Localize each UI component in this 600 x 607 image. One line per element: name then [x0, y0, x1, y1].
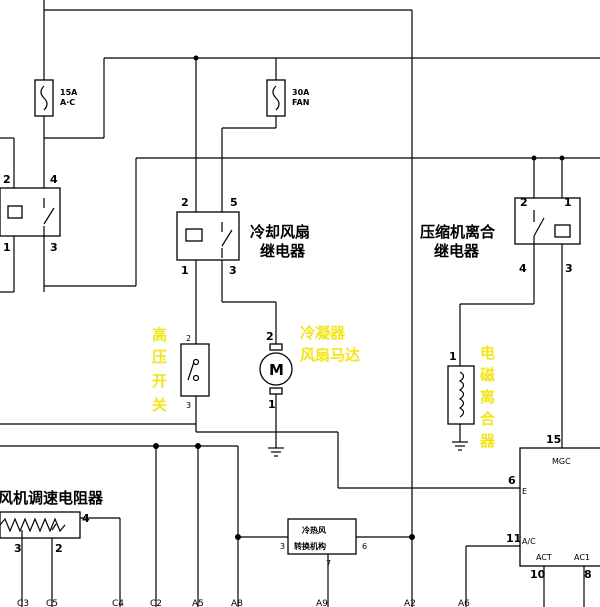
fuse-30a: 30A FAN — [266, 79, 310, 117]
connector-c2: C2 — [150, 599, 162, 607]
connector-c3: C3 — [17, 599, 29, 607]
mgc-controller: MGC 15 6 E 11 A/C ACT AC1 10 8 — [506, 433, 600, 581]
cooling-fan-relay: 2 5 1 3 冷却风扇 继电器 — [176, 196, 310, 277]
resistor-label: 风机调速电阻器 — [0, 489, 104, 507]
connector-a5: A5 — [192, 599, 204, 607]
blower-speed-resistor: 风机调速电阻器 4 3 2 — [0, 489, 104, 555]
connector-c5: C5 — [46, 599, 58, 607]
motor-pin-2: 2 — [266, 330, 274, 343]
controller-pin-e: E — [522, 487, 527, 496]
left-relay-pin-1: 1 — [3, 241, 11, 254]
resistor-pin-3: 3 — [14, 542, 22, 555]
motor-symbol: M — [269, 361, 284, 379]
cooling-relay-pin-3: 3 — [229, 264, 237, 277]
cooling-relay-label-2: 继电器 — [260, 242, 306, 260]
actuator-pin-7: 7 — [326, 559, 331, 568]
fuse-15a: 15A A·C — [34, 79, 78, 117]
left-relay-pin-3: 3 — [50, 241, 58, 254]
fuse-15a-rating: 15A — [60, 88, 78, 97]
fuse-15a-name: A·C — [60, 98, 75, 107]
resistor-pin-2: 2 — [55, 542, 63, 555]
cooling-relay-pin-5: 5 — [230, 196, 238, 209]
controller-pin-10: 10 — [530, 568, 546, 581]
junction-dots — [153, 55, 565, 540]
magnetic-clutch: 1 电 磁 离 合 器 — [447, 344, 496, 450]
pressure-switch-label-2: 压 — [152, 348, 167, 366]
connector-a9: A9 — [316, 599, 328, 607]
controller-pin-8: 8 — [584, 568, 592, 581]
controller-act: ACT — [536, 553, 552, 562]
controller-pin-11: 11 — [506, 532, 521, 545]
connector-c4: C4 — [112, 599, 124, 607]
cooling-relay-label-1: 冷却风扇 — [250, 223, 310, 241]
connector-a8: A8 — [231, 599, 243, 607]
fuse-30a-name: FAN — [292, 98, 309, 107]
pressure-switch-pin-3: 3 — [186, 401, 191, 410]
controller-title: MGC — [552, 457, 571, 466]
compressor-clutch-relay: 2 1 4 3 压缩机离合 继电器 — [420, 196, 581, 275]
actuator-pin-3: 3 — [280, 542, 285, 551]
ground-icon — [452, 441, 468, 451]
compressor-relay-pin-1: 1 — [564, 196, 572, 209]
left-relay-pin-2: 2 — [3, 173, 11, 186]
motor-label-1: 冷凝器 — [300, 324, 346, 342]
compressor-relay-label-1: 压缩机离合 — [420, 223, 496, 241]
pressure-switch-pin-2: 2 — [186, 334, 191, 343]
cooling-relay-pin-2: 2 — [181, 196, 189, 209]
fuse-30a-rating: 30A — [292, 88, 310, 97]
bottom-connector-labels: C3 C5 C4 C2 A5 A8 A9 A2 A6 — [17, 599, 470, 607]
controller-pin-6: 6 — [508, 474, 516, 487]
left-relay: 2 4 1 3 — [0, 173, 61, 254]
actuator-label-2: 转换机构 — [294, 541, 326, 551]
connector-a6: A6 — [458, 599, 470, 607]
actuator-label-1: 冷热风 — [302, 525, 326, 535]
connector-a2: A2 — [404, 599, 416, 607]
resistor-pin-4: 4 — [82, 512, 90, 525]
actuator-pin-6: 6 — [362, 542, 367, 551]
motor-label-2: 风扇马达 — [300, 346, 360, 364]
compressor-relay-label-2: 继电器 — [434, 242, 480, 260]
cooling-relay-pin-1: 1 — [181, 264, 189, 277]
condenser-fan-motor: M 2 1 冷凝器 风扇马达 — [259, 324, 360, 411]
pressure-switch-label-1: 高 — [152, 326, 167, 344]
controller-pin-ac: A/C — [522, 537, 536, 546]
clutch-label-3: 离 — [480, 388, 495, 406]
clutch-label-2: 磁 — [480, 366, 495, 384]
motor-pin-1: 1 — [268, 398, 276, 411]
ground-icon — [268, 447, 284, 457]
clutch-pin-1: 1 — [449, 350, 457, 363]
left-relay-pin-4: 4 — [50, 173, 58, 186]
controller-pin-15: 15 — [546, 433, 561, 446]
clutch-label-5: 器 — [479, 432, 496, 450]
compressor-relay-pin-3: 3 — [565, 262, 573, 275]
pressure-switch-label-3: 开 — [152, 372, 167, 390]
clutch-label-4: 合 — [479, 410, 496, 428]
controller-ac1: AC1 — [574, 553, 590, 562]
clutch-label-1: 电 — [480, 344, 495, 362]
pressure-switch-label-4: 关 — [152, 396, 167, 414]
compressor-relay-pin-2: 2 — [520, 196, 528, 209]
compressor-relay-pin-4: 4 — [519, 262, 527, 275]
hot-cold-actuator: 冷热风 转换机构 3 6 7 — [280, 518, 367, 568]
high-pressure-switch: 2 3 高 压 开 关 — [152, 326, 210, 414]
